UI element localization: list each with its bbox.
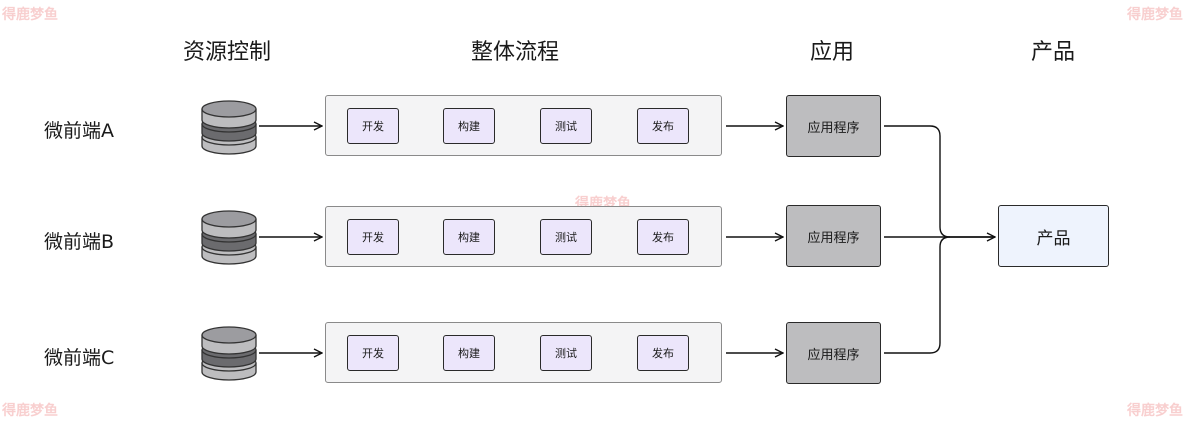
product-box[interactable]: 产品: [998, 205, 1109, 267]
step-build[interactable]: 构建: [443, 108, 495, 144]
step-release[interactable]: 发布: [637, 108, 689, 144]
database-icon-c: [201, 326, 257, 381]
header-product: 产品: [1031, 40, 1076, 65]
step-test[interactable]: 测试: [540, 108, 592, 144]
row-label-a: 微前端A: [44, 120, 114, 142]
header-resources: 资源控制: [183, 40, 272, 65]
step-build[interactable]: 构建: [443, 219, 495, 255]
watermark-bottom-right: 得鹿梦鱼: [1127, 403, 1183, 419]
watermark-bottom-left: 得鹿梦鱼: [2, 403, 58, 419]
step-release[interactable]: 发布: [637, 335, 689, 371]
app-box-c[interactable]: 应用程序: [786, 322, 881, 384]
step-test[interactable]: 测试: [540, 335, 592, 371]
app-box-a[interactable]: 应用程序: [786, 95, 881, 157]
step-develop[interactable]: 开发: [347, 335, 399, 371]
watermark-top-left: 得鹿梦鱼: [2, 7, 58, 23]
step-develop[interactable]: 开发: [347, 219, 399, 255]
step-build[interactable]: 构建: [443, 335, 495, 371]
app-box-b[interactable]: 应用程序: [786, 205, 881, 267]
edge-app-a-product: [884, 125, 995, 237]
watermark-top-right: 得鹿梦鱼: [1127, 7, 1183, 23]
step-test[interactable]: 测试: [540, 219, 592, 255]
pipeline-a: 开发 构建 测试 发布: [325, 95, 722, 156]
database-icon-a: [201, 100, 257, 155]
row-label-c: 微前端C: [44, 347, 115, 369]
database-icon-b: [201, 210, 257, 265]
pipeline-b: 开发 构建 测试 发布: [325, 206, 722, 267]
row-label-b: 微前端B: [44, 231, 115, 253]
step-release[interactable]: 发布: [637, 219, 689, 255]
pipeline-c: 开发 构建 测试 发布: [325, 322, 722, 383]
header-process: 整体流程: [471, 40, 560, 65]
header-application: 应用: [810, 40, 855, 65]
edge-app-c-product: [884, 236, 951, 354]
step-develop[interactable]: 开发: [347, 108, 399, 144]
